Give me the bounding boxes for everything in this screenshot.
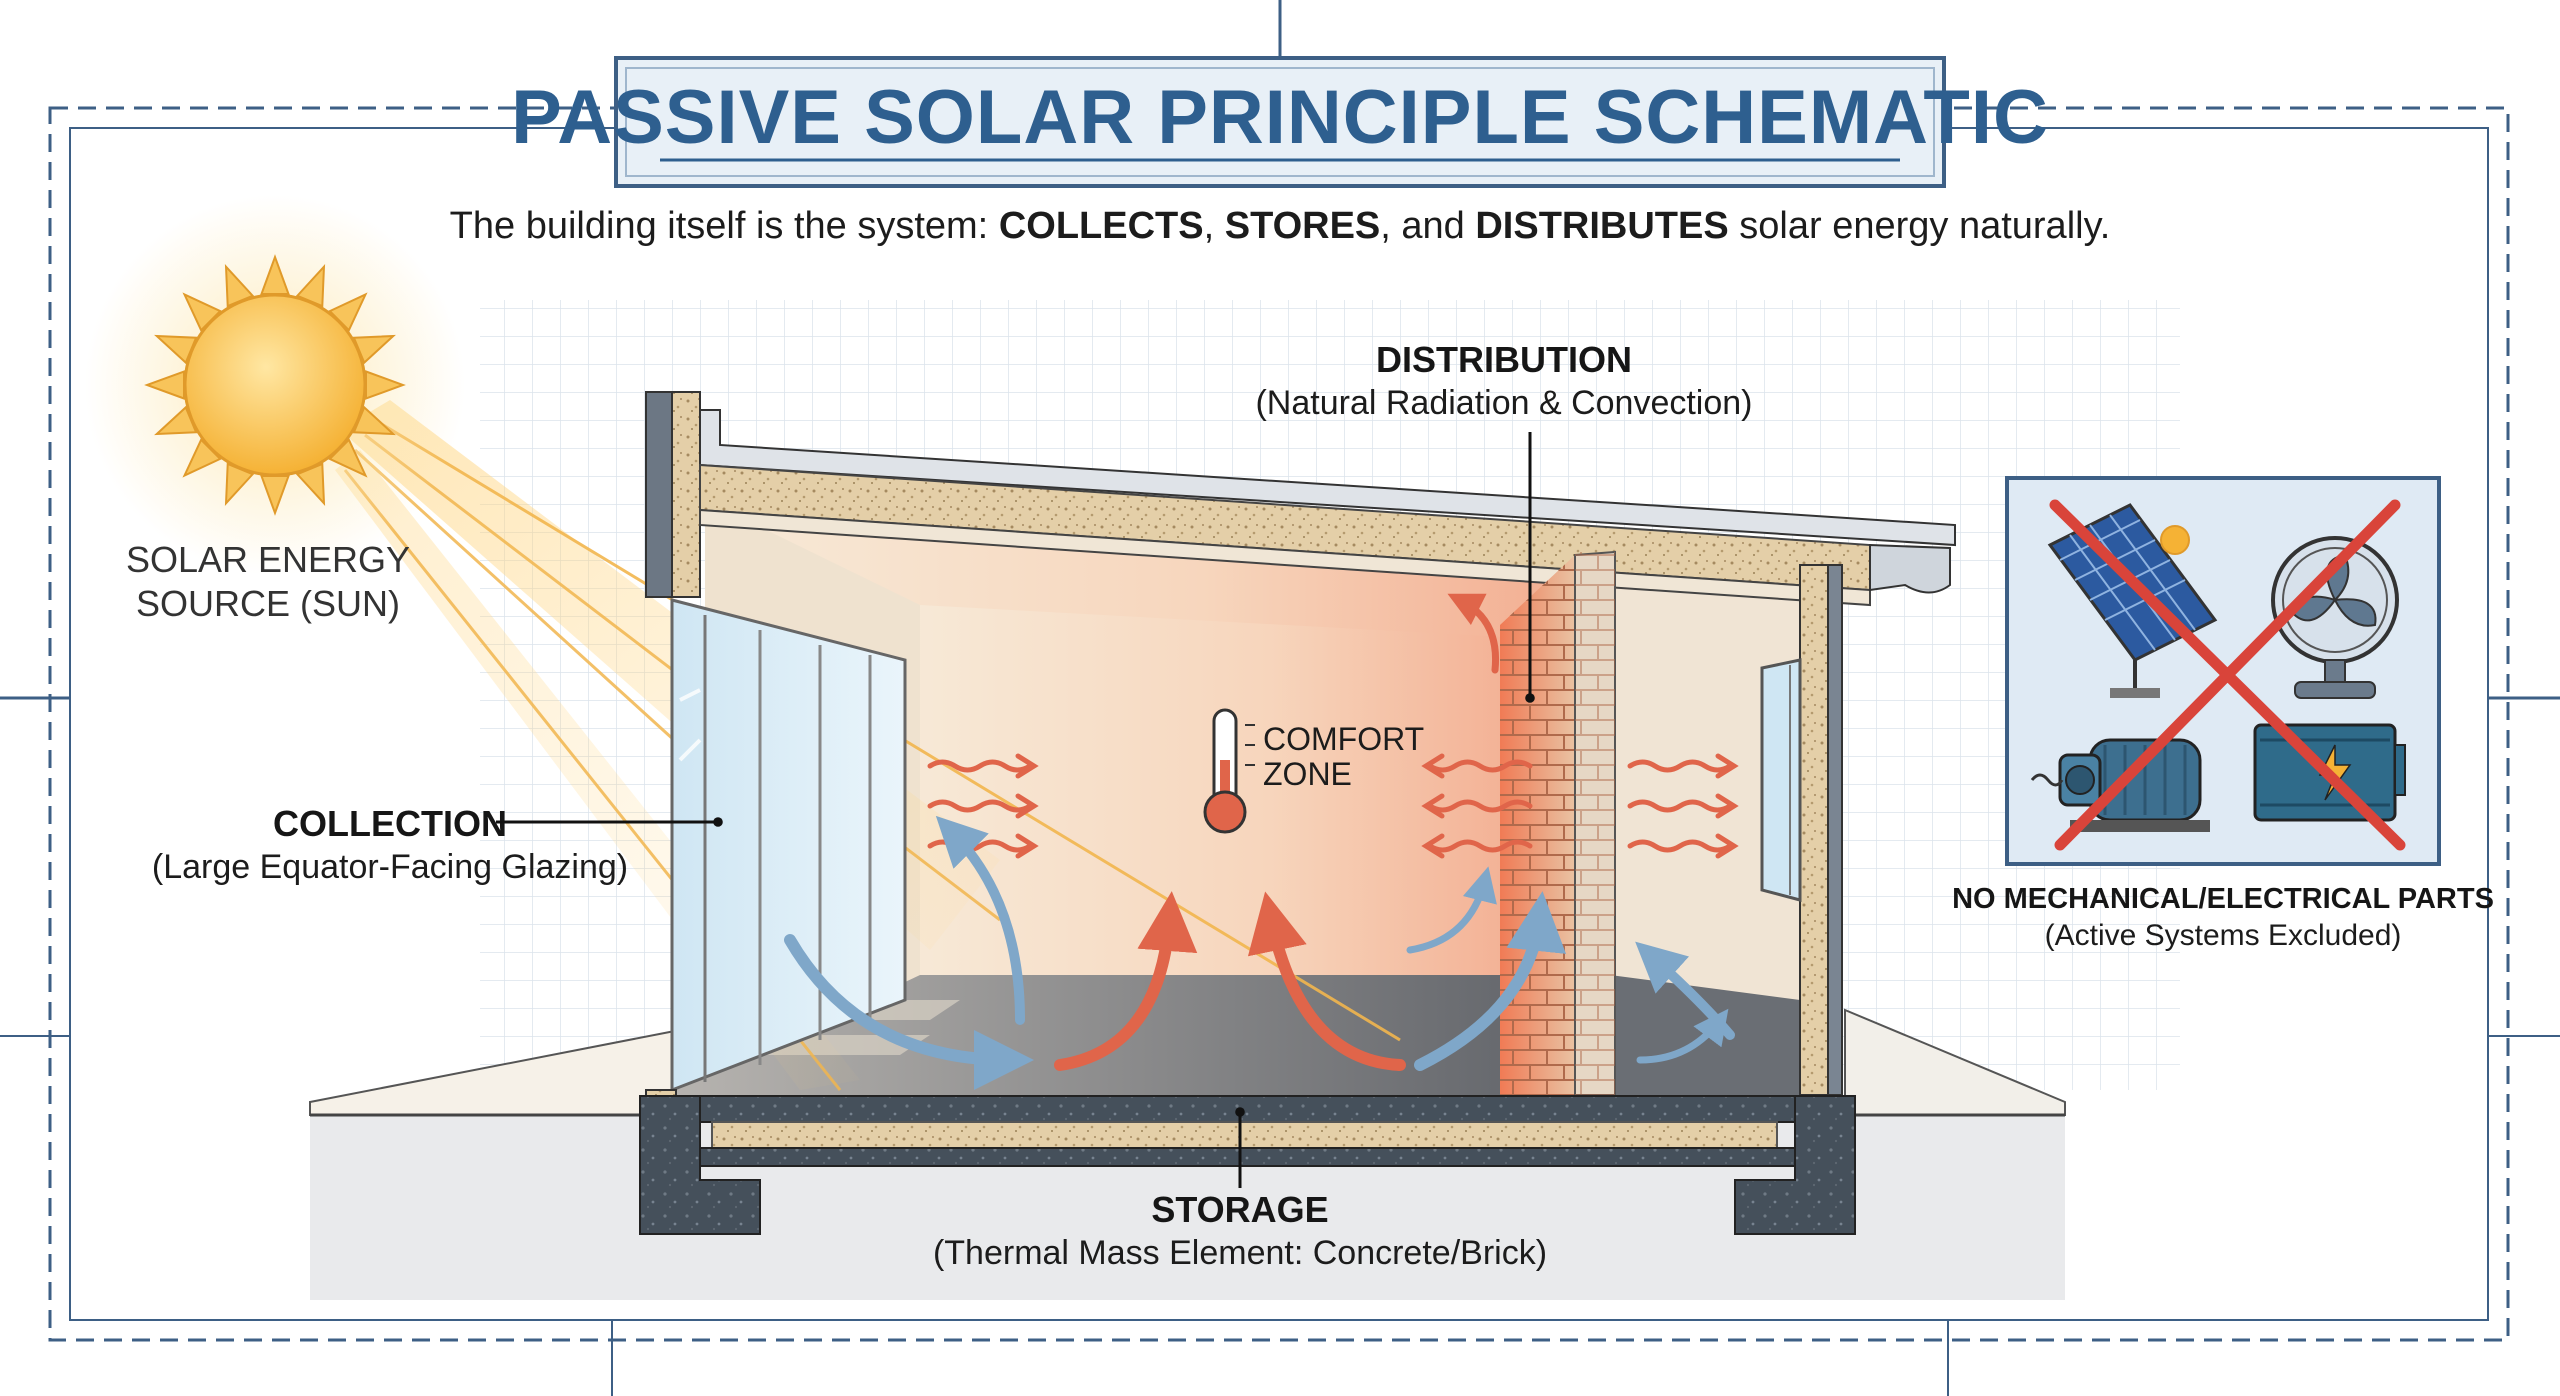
warm-convection-arrow: [1447, 593, 1500, 674]
collection-detail: (Large Equator-Facing Glazing): [152, 848, 628, 886]
comfort-zone-line2: ZONE: [1263, 756, 1352, 792]
heat-wave-arrow: [1627, 793, 1739, 819]
heat-wave-arrow: [1627, 753, 1739, 779]
sun-label-line2: SOURCE (SUN): [136, 583, 400, 624]
cool-convection-arrow: [1414, 891, 1567, 1071]
prohibited-cross: [2049, 499, 2406, 851]
sun-label-line1: SOLAR ENERGY: [126, 539, 410, 580]
warm-convection-arrow: [1054, 891, 1198, 1071]
page-title: PASSIVE SOLAR PRINCIPLE SCHEMATIC: [511, 75, 2049, 160]
floor-slab: [639, 1095, 1856, 1235]
heat-wave-arrow: [1421, 793, 1533, 819]
thermometer-icon: [1203, 708, 1255, 834]
heat-wave-arrow: [1627, 833, 1739, 859]
storage-heading: STORAGE: [1151, 1189, 1328, 1230]
glazing-wall: [670, 598, 907, 1093]
sun-icon: [85, 195, 465, 575]
heat-wave-arrow: [927, 793, 1039, 819]
cool-convection-arrow: [935, 815, 1025, 1025]
heat-wave-arrow: [927, 753, 1039, 779]
distribution-detail: (Natural Radiation & Convection): [1255, 384, 1752, 422]
cool-convection-arrow: [1406, 866, 1497, 954]
warm-convection-arrow: [1247, 891, 1406, 1071]
comfort-zone-line1: COMFORT: [1263, 721, 1424, 757]
heat-wave-arrow: [1421, 753, 1533, 779]
subtitle: The building itself is the system: COLLE…: [450, 205, 2111, 247]
title-box: PASSIVE SOLAR PRINCIPLE SCHEMATIC: [511, 56, 2049, 188]
excluded-heading: NO MECHANICAL/ELECTRICAL PARTS: [1952, 883, 2494, 915]
brick-thermal-wall: [1500, 550, 1616, 1096]
excluded-detail: (Active Systems Excluded): [2045, 919, 2402, 952]
pump-icon: [2030, 738, 2210, 832]
collection-heading: COLLECTION: [273, 803, 507, 844]
distribution-heading: DISTRIBUTION: [1376, 339, 1632, 380]
storage-detail: (Thermal Mass Element: Concrete/Brick): [933, 1234, 1547, 1272]
heat-wave-arrow: [1421, 833, 1533, 859]
excluded-systems-panel: [2005, 476, 2441, 866]
cool-convection-arrow: [1636, 1008, 1729, 1064]
cool-convection-arrow: [784, 934, 1034, 1090]
convection-arrows: [784, 593, 1735, 1090]
